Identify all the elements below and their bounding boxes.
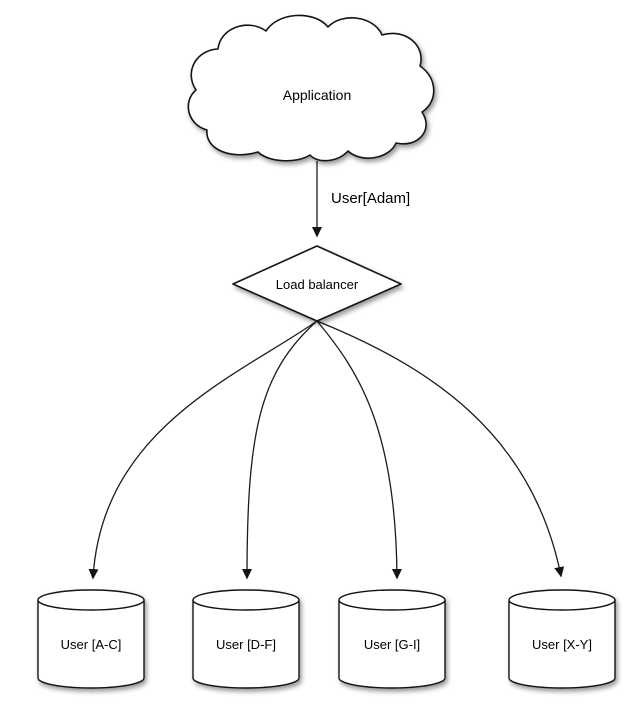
edge-app-to-loadbalancer: User[Adam] [312,161,410,238]
node-shard-df: User [D-F] [192,589,300,689]
edges-loadbalancer-to-shards [88,320,565,580]
node-application-label: Application [283,87,352,103]
diamond-shape [232,245,402,322]
cylinder-shape [37,600,145,689]
edge-lb-to-shard-df [242,320,318,580]
cylinder-shape [508,600,616,689]
node-shard-df-label: User [D-F] [216,637,276,652]
cloud-shape [187,14,435,162]
node-shard-ac-label: User [A-C] [61,637,122,652]
cylinder-rim [338,589,446,611]
node-shard-xy: User [X-Y] [508,589,616,689]
edge-label-user-adam: User[Adam] [331,190,410,207]
edge-lb-to-shard-ac [88,320,318,580]
node-shard-gi: User [G-I] [338,589,446,689]
node-application: Application [187,14,435,162]
edge-lb-to-shard-gi [316,320,402,580]
edge-lb-to-shard-xy [316,320,565,578]
node-shard-ac: User [A-C] [37,589,145,689]
cylinder-shape [192,600,300,689]
cylinder-rim [192,589,300,611]
cylinder-rim [508,589,616,611]
cylinder-rim [37,589,145,611]
node-shard-gi-label: User [G-I] [364,637,420,652]
cylinder-shape [338,600,446,689]
node-load-balancer: Load balancer [232,245,402,322]
node-load-balancer-label: Load balancer [276,277,359,292]
node-shard-xy-label: User [X-Y] [532,637,592,652]
